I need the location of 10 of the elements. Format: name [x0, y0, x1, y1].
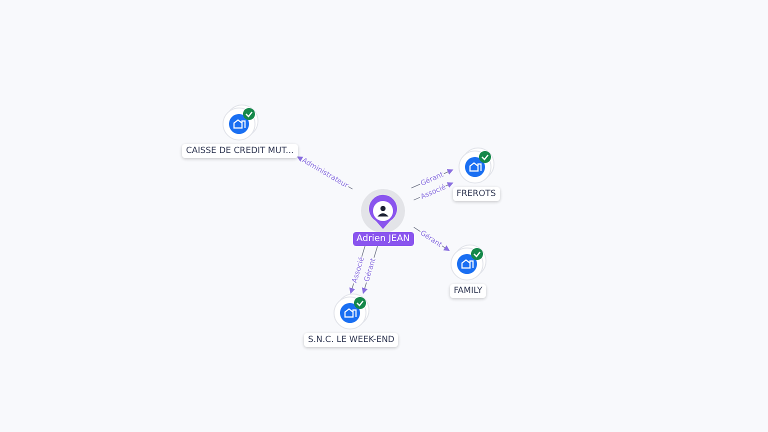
person-name: Adrien JEAN	[352, 232, 414, 246]
company-node	[182, 104, 298, 158]
company-node	[452, 147, 500, 201]
company-name: FAMILY	[450, 284, 486, 298]
person-node	[352, 188, 414, 246]
company-name: CAISSE DE CREDIT MUT...	[182, 144, 298, 158]
company-name: S.N.C. LE WEEK-END	[304, 333, 398, 347]
company-node	[449, 244, 487, 298]
company-name: FREROTS	[452, 187, 500, 201]
company-node	[304, 293, 398, 347]
